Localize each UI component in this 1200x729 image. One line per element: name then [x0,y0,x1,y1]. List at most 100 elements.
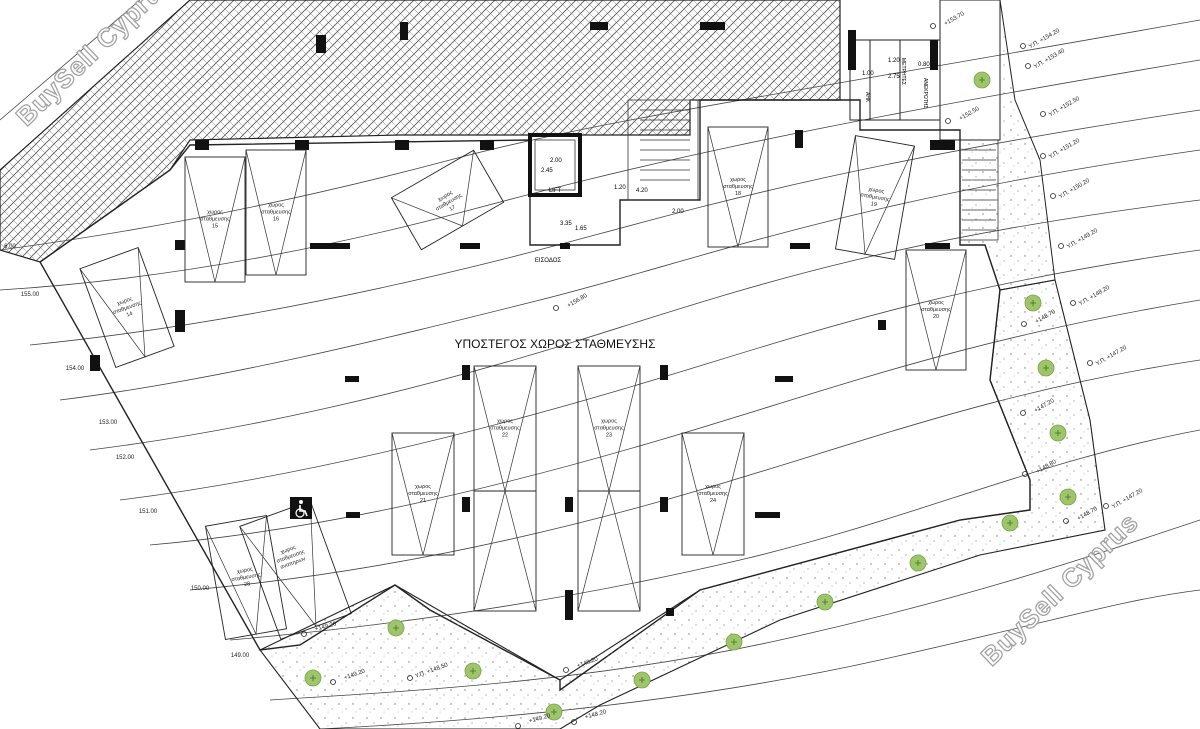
elevation-tick-0: 6.00 [4,244,16,250]
column-13 [925,243,950,249]
wheelchair-icon [290,497,312,519]
space-label-top: χωρος [207,209,223,215]
column-23 [462,497,470,512]
spot-level-1: Υ.Π. +154.20 [1020,28,1061,50]
room-anekrotis: ΑΝΕΚΡΩΤΗΣ [922,78,928,108]
space-label-bottom: σταθμευσης [490,425,520,431]
column-5 [295,140,309,150]
space-label-top: χωρος [730,177,746,183]
space-label-top: χωρος [868,187,885,196]
column-14 [795,130,803,148]
column-27 [565,590,573,620]
space-number: 17 [448,205,456,213]
tree-icon [1024,294,1042,312]
room-ahk: ΑΗΚ [864,92,870,103]
column-2 [590,22,608,30]
entrance-label: ΕΙΣΟΔΟΣ [535,258,561,264]
parking-space-lower-1 [577,489,641,612]
dim-3-35: 3.35 [560,221,572,227]
space-label-top: χωρος [116,296,133,307]
column-31 [930,40,938,70]
space-label-bottom: σταθμευσης [231,572,261,583]
dim-1-20: 1.20 [614,185,626,191]
column-18 [462,365,470,380]
spot-level-text: Υ.Π. +151.20 [1048,138,1081,161]
spot-level-2: Υ.Π. +153.40 [1025,48,1066,71]
spot-level-text: Υ.Π. +149.20 [1066,228,1099,251]
space-number: 15 [212,223,218,229]
space-label-top: χωρος [928,300,944,306]
page-title: ΥΠΟΣΤΕΓΟΣ ΧΩΡΟΣ ΣΤΑΘΜΕΥΣΗΣ [455,337,656,351]
elevation-tick-1: 155.00 [21,292,40,298]
spot-level-text: Υ.Π. +150.20 [1058,178,1091,201]
spot-level-text: +149.20 [314,621,337,633]
spot-level-text: +152.50 [959,106,982,122]
column-11 [560,243,570,249]
tree-icon [973,71,991,89]
tree-icon [387,619,405,637]
column-19 [660,365,668,380]
elevation-ticks-layer: 6.00155.00154.00153.00152.00151.00150.00… [4,244,250,659]
column-8 [175,240,185,250]
dim-1-65: 1.65 [575,226,587,232]
space-number: 23 [606,432,612,438]
spot-level-5: Υ.Π. +151.20 [1040,138,1081,161]
tree-icon [545,703,563,721]
spot-level-6: Υ.Π. +150.20 [1050,178,1091,201]
tree-icon [909,554,927,572]
elevation-tick-5: 151.00 [139,509,158,515]
room-meters: ΜΕΤΡΗΤΕΣ [900,58,906,85]
spot-level-text: Υ.Π. +148.20 [1078,285,1111,308]
elevation-tick-7: 149.00 [231,653,250,659]
dim-4-20: 4.20 [636,188,648,194]
spot-level-text: +153.70 [944,11,967,27]
space-label-top: χωρος [497,418,513,424]
space-number: 28 [244,581,251,588]
space-number: 19 [870,201,877,208]
space-label-bottom: σταθμευσης [261,209,291,215]
spot-level-8: Υ.Π. +148.20 [1070,285,1111,308]
column-21 [878,320,886,330]
space-number: 14 [126,311,134,319]
column-3 [700,22,725,30]
spot-level-16: +149.20 [301,621,338,637]
disabled-label-1: χωρος [280,545,297,556]
elevation-tick-2: 154.00 [66,366,85,372]
spot-level-0: +153.70 [930,11,967,29]
spot-level-text: Υ.Π. +147.20 [1111,488,1144,511]
space-number: 22 [502,432,508,438]
column-17 [345,376,359,382]
spot-level-10: Υ.Π. +147.20 [1087,345,1128,367]
space-number: 21 [420,498,426,504]
spot-level-3: +152.50 [945,106,982,124]
tree-icon [1001,514,1019,532]
column-30 [848,30,856,70]
space-label-bottom: σταθμευσης [698,491,728,497]
tree-icon [1059,488,1077,506]
tree-icon [633,671,651,689]
parking-spaces-layer: χωροςσταθμευσης14χωροςσταθμευσης15χωροςσ… [79,126,967,641]
dim-2-75: 2.75 [888,74,900,80]
landscape-strip [259,279,1106,729]
spot-level-text: +149.20 [528,713,551,725]
column-7 [480,140,494,150]
spot-level-4: Υ.Π. +152.50 [1040,96,1081,118]
elevation-tick-6: 150.00 [191,586,210,592]
spot-level-text: Υ.Π. +153.40 [1033,48,1066,71]
space-label-top: χωρος [236,566,253,575]
lift-shaft [528,133,582,197]
trees-layer [304,71,1077,721]
dim-2-45: 2.45 [541,168,553,174]
dim-2-00: 2.00 [550,158,562,164]
space-label-bottom: σταθμευσης [408,491,438,497]
dim-2-00b: 2.00 [672,209,684,215]
